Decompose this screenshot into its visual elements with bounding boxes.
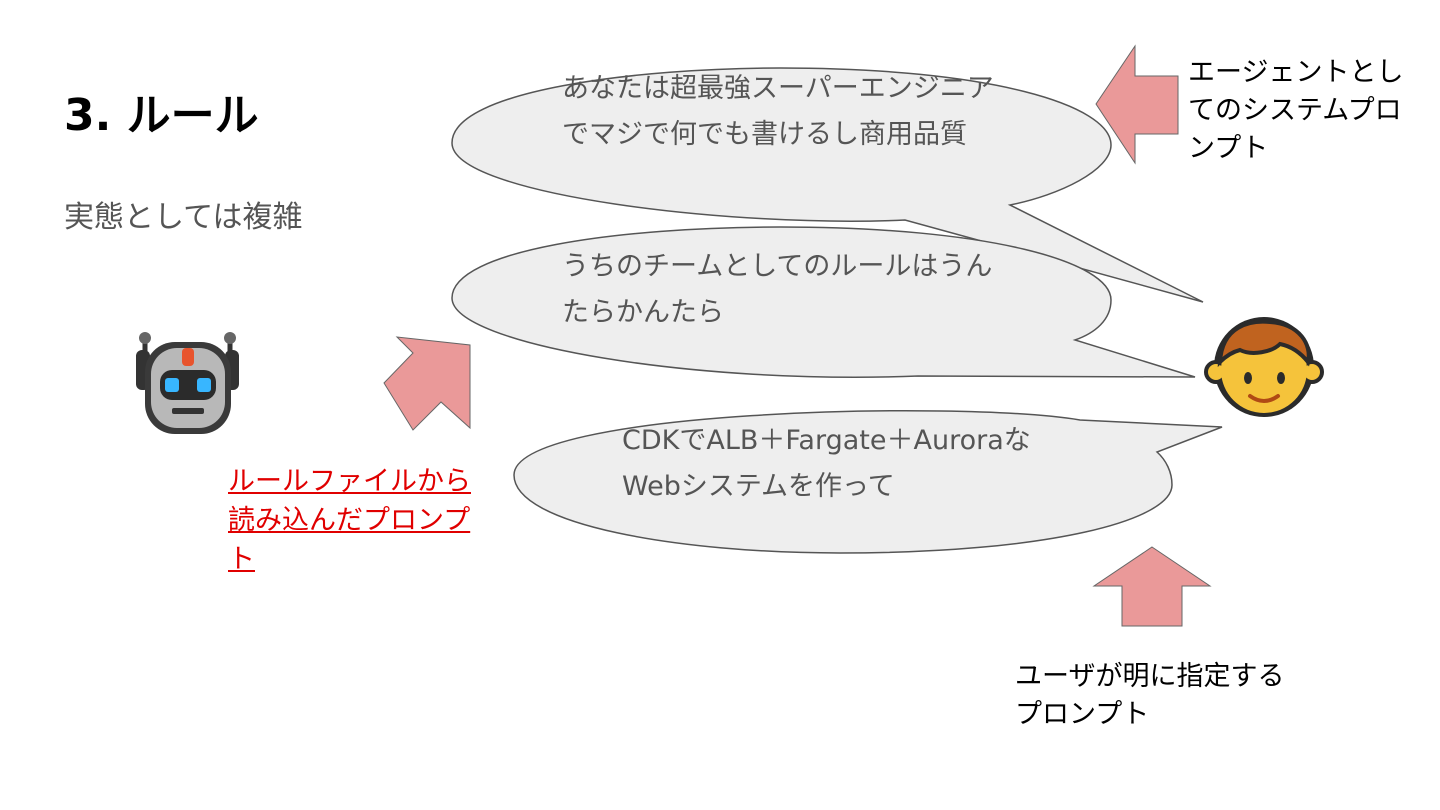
speech-bubble-rule	[451, 226, 1196, 379]
bubble-rule-text: うちのチームとしてのルールはうんたらかんたら	[562, 251, 993, 328]
slide-title: 3. ルール	[64, 90, 259, 141]
robot-face-icon	[136, 332, 239, 434]
arrow-rule-file	[383, 336, 471, 431]
boy-face-icon	[1204, 317, 1324, 417]
arrow-user-prompt	[1092, 546, 1212, 627]
system-prompt-label: エージェントとしてのシステムプロンプト	[1188, 57, 1404, 164]
slide-subtitle: 実態としては複雑	[64, 200, 303, 235]
speech-bubble-system	[451, 67, 1204, 303]
user-prompt-label: ユーザが明に指定するプロンプト	[1015, 661, 1285, 730]
arrow-system-prompt	[1095, 44, 1179, 165]
rule-file-prompt-link[interactable]: ルールファイルから読み込んだプロンプト	[228, 466, 471, 575]
bubble-system-text: あなたは超最強スーパーエンジニアでマジで何でも書けるし商用品質	[562, 73, 994, 150]
bubble-user-text: CDKでALB＋Fargate＋AuroraなWebシステムを作って	[622, 425, 1031, 502]
speech-bubble-user	[513, 410, 1223, 554]
